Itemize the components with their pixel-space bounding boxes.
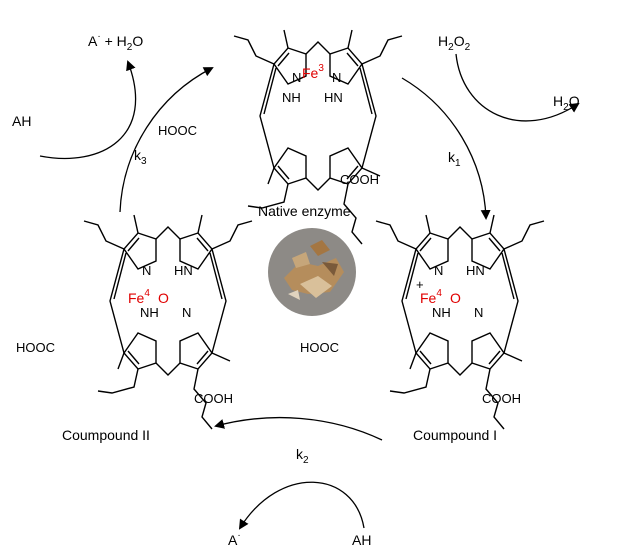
ah-reactant-step2: AH xyxy=(352,532,371,548)
arrow-ah-to-a-step2 xyxy=(238,481,365,530)
compound-i-iron: Fe4 xyxy=(420,288,442,306)
arrow-native-to-compound-i xyxy=(401,77,491,220)
n-atom-lower: N xyxy=(182,305,191,320)
radical-plus-sign: + xyxy=(416,277,424,292)
k3-label: k3 xyxy=(134,147,147,167)
n-atom-left: N xyxy=(292,70,301,85)
compound-i-oxo: O xyxy=(450,290,461,306)
n-atom-lower: N xyxy=(474,305,483,320)
compound-ii-hooc-label: HOOC xyxy=(16,340,55,355)
n-atom-right: N xyxy=(332,70,341,85)
compound-ii-structure: N HN NH N Fe4 O HOOC COOH xyxy=(16,214,253,430)
n-atom: N xyxy=(142,263,151,278)
native-hooc-label: HOOC xyxy=(158,123,197,138)
ah-reactant-step3: AH xyxy=(12,113,31,129)
nh-atom: NH xyxy=(432,305,451,320)
hn-atom: HN xyxy=(466,263,485,278)
native-iron: Fe3 xyxy=(302,63,324,81)
k1-label: k1 xyxy=(448,149,461,169)
arrow-ah-to-a-step3 xyxy=(39,60,137,160)
native-enzyme-structure: N N NH HN Fe3 HOOC COOH xyxy=(158,29,403,245)
n-atom: N xyxy=(434,263,443,278)
h2o-product-label: H2O xyxy=(553,93,580,113)
arrow-compound-i-to-compound-ii xyxy=(214,416,383,441)
k2-label: k2 xyxy=(296,446,309,466)
h2o2-label: H2O2 xyxy=(438,33,471,53)
compound-i-label: Coumpound I xyxy=(413,427,497,443)
native-cooh-label: COOH xyxy=(340,172,379,187)
compound-i-hooc-label: HOOC xyxy=(300,340,339,355)
nh-atom: NH xyxy=(282,90,301,105)
hn-atom: HN xyxy=(324,90,343,105)
arrow-h2o2-to-h2o xyxy=(455,53,580,122)
compound-i-structure: N HN NH N + Fe4 O HOOC COOH xyxy=(300,214,545,430)
dried-enzyme-source-photo xyxy=(268,228,356,316)
hn-atom: HN xyxy=(174,263,193,278)
compound-ii-cooh-label: COOH xyxy=(194,391,233,406)
nh-atom: NH xyxy=(140,305,159,320)
a-radical-water-step3: A· + H2O xyxy=(88,31,143,53)
compound-ii-iron: Fe4 xyxy=(128,288,150,306)
arrow-compound-ii-to-native xyxy=(119,67,214,213)
native-enzyme-label: Native enzyme xyxy=(258,203,351,219)
compound-ii-label: Coumpound II xyxy=(62,427,150,443)
a-radical-step2: A· xyxy=(228,530,241,548)
compound-ii-oxo: O xyxy=(158,290,169,306)
compound-i-cooh-label: COOH xyxy=(482,391,521,406)
